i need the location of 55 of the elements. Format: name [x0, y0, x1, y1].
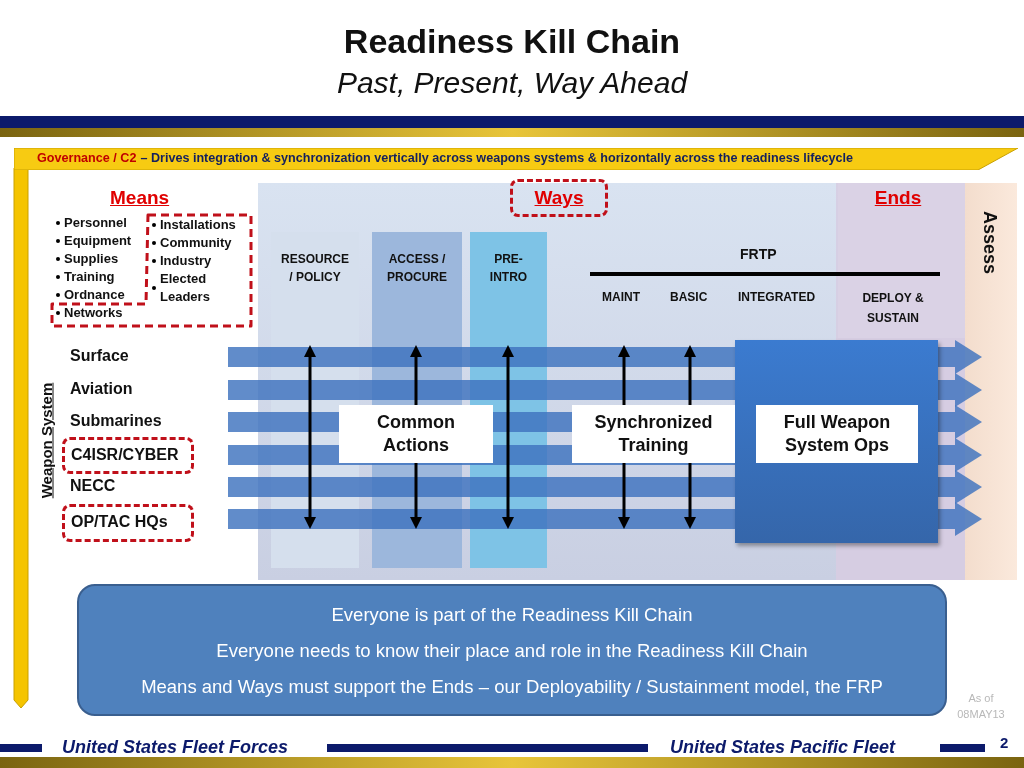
section-heading: Means	[110, 187, 170, 209]
list-item: Industry	[152, 252, 252, 270]
date-note: As of 08MAY13	[956, 691, 1006, 722]
stage-band	[965, 183, 1017, 580]
footer-text: United States Fleet Forces	[62, 737, 289, 758]
title-text: Readiness Kill Chain	[342, 22, 682, 61]
box-label: Common Actions	[376, 411, 456, 457]
row-label: C4ISR/CYBER	[71, 446, 179, 464]
stage-label: DEPLOY & SUSTAIN	[861, 290, 925, 327]
column-label: PRE-INTRO	[488, 251, 529, 286]
list-item: Personnel	[56, 214, 127, 232]
dashed-callout-box	[62, 504, 194, 542]
banner-heading: Governance / C2	[37, 151, 137, 165]
stage-label: INTEGRATED	[738, 290, 816, 304]
stage-block	[735, 340, 938, 543]
summary-line: Means and Ways must support the Ends – our Deployability / Sustainment model, the FRP	[140, 676, 884, 698]
list-item: Networks	[56, 304, 156, 322]
list-item: Ordnance	[56, 286, 125, 304]
stage-label: BASIC	[670, 290, 708, 304]
subtitle-text: Past, Present, Way Ahead	[335, 66, 689, 100]
stage-band	[836, 183, 966, 338]
summary-line: Everyone is part of the Readiness Kill Chain	[330, 604, 694, 626]
summary-line: Everyone needs to know their place and role in the Readiness Kill Chain	[215, 640, 809, 662]
column-label: ACCESS / PROCURE	[386, 251, 448, 286]
list-item: Elected Leaders	[152, 270, 222, 306]
text-box	[572, 405, 735, 463]
page-number: 2	[1000, 734, 1009, 751]
section-heading: Ends	[873, 187, 923, 209]
text-box	[756, 405, 918, 463]
dashed-callout-box	[510, 179, 608, 217]
governance-banner	[14, 148, 1018, 170]
section-heading: Ways	[533, 187, 585, 209]
box-label: Full Weapon System Ops	[782, 411, 892, 457]
band-label: Assess	[979, 211, 1000, 275]
list-item: Installations	[152, 216, 252, 234]
summary-box	[77, 584, 947, 716]
row-label: Submarines	[70, 412, 162, 430]
list-item: Equipment	[56, 232, 132, 250]
row-label: NECC	[70, 477, 116, 495]
list-item: Supplies	[56, 250, 119, 268]
row-label: Surface	[70, 347, 129, 365]
dashed-callout-outline	[50, 213, 253, 328]
dashed-callout-box	[62, 437, 194, 474]
axis-label: Weapon System	[37, 381, 55, 501]
stage-heading: FRTP	[740, 246, 777, 262]
list-item: Training	[56, 268, 115, 286]
stage-label: MAINT	[602, 290, 640, 304]
column-label: RESOURCE / POLICY	[280, 251, 350, 286]
text-box	[339, 405, 493, 463]
row-label: Aviation	[70, 380, 133, 398]
list-item: Community	[152, 234, 252, 252]
row-label: OP/TAC HQs	[71, 513, 168, 531]
box-label: Synchronized Training	[593, 411, 714, 457]
banner-text: – Drives integration & synchronization vertically across weapons systems & horizontally across the readiness lifecycle	[140, 151, 853, 165]
footer-text: United States Pacific Fleet	[670, 737, 896, 758]
